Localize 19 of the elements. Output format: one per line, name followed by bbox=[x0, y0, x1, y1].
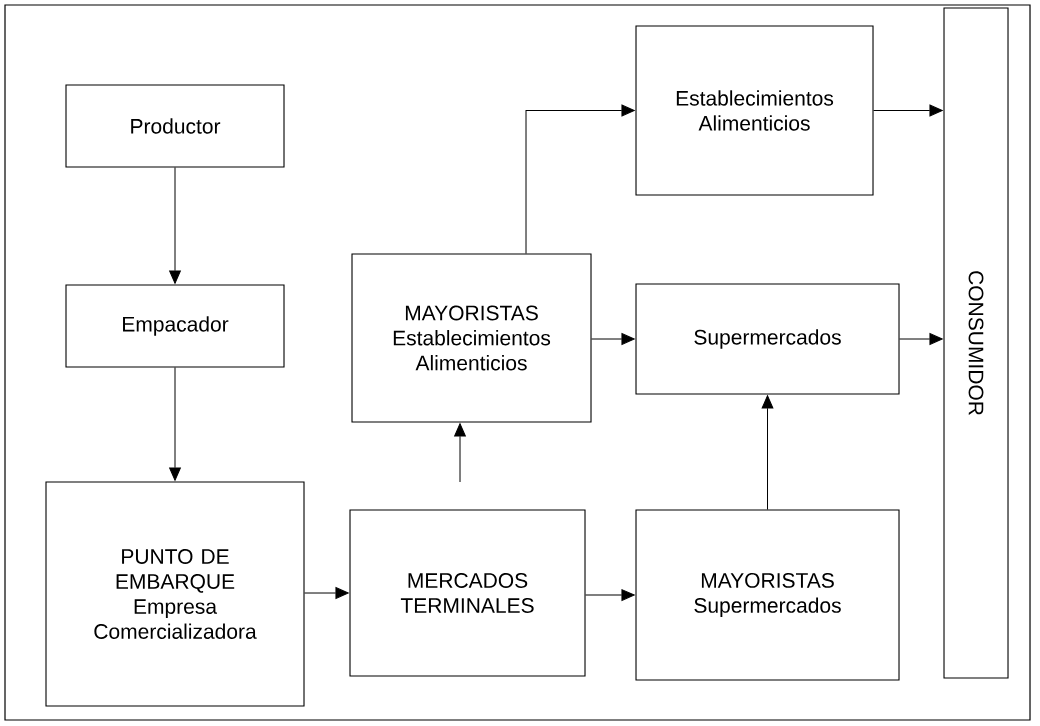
process-box: PUNTO DE EMBARQUE Empresa Comercializadora bbox=[45, 481, 305, 707]
process-box: Supermercados bbox=[635, 283, 900, 395]
arrow bbox=[169, 167, 181, 284]
arrow bbox=[899, 333, 943, 345]
process-box: Productor bbox=[65, 84, 285, 168]
process-box: MERCADOS TERMINALES bbox=[349, 509, 586, 677]
process-box: Establecimientos Alimenticios bbox=[635, 25, 874, 196]
process-box: Empacador bbox=[65, 284, 285, 368]
arrow bbox=[591, 333, 635, 345]
arrow bbox=[525, 104, 635, 254]
arrow bbox=[304, 587, 349, 599]
arrow bbox=[761, 395, 774, 510]
arrow bbox=[585, 589, 635, 601]
arrow bbox=[169, 367, 181, 481]
arrow bbox=[873, 104, 943, 117]
arrow bbox=[454, 423, 466, 483]
process-box: MAYORISTAS Supermercados bbox=[635, 509, 900, 681]
consumer-bar: CONSUMIDOR bbox=[943, 7, 1009, 679]
process-box: MAYORISTAS Establecimientos Alimenticios bbox=[351, 253, 592, 423]
